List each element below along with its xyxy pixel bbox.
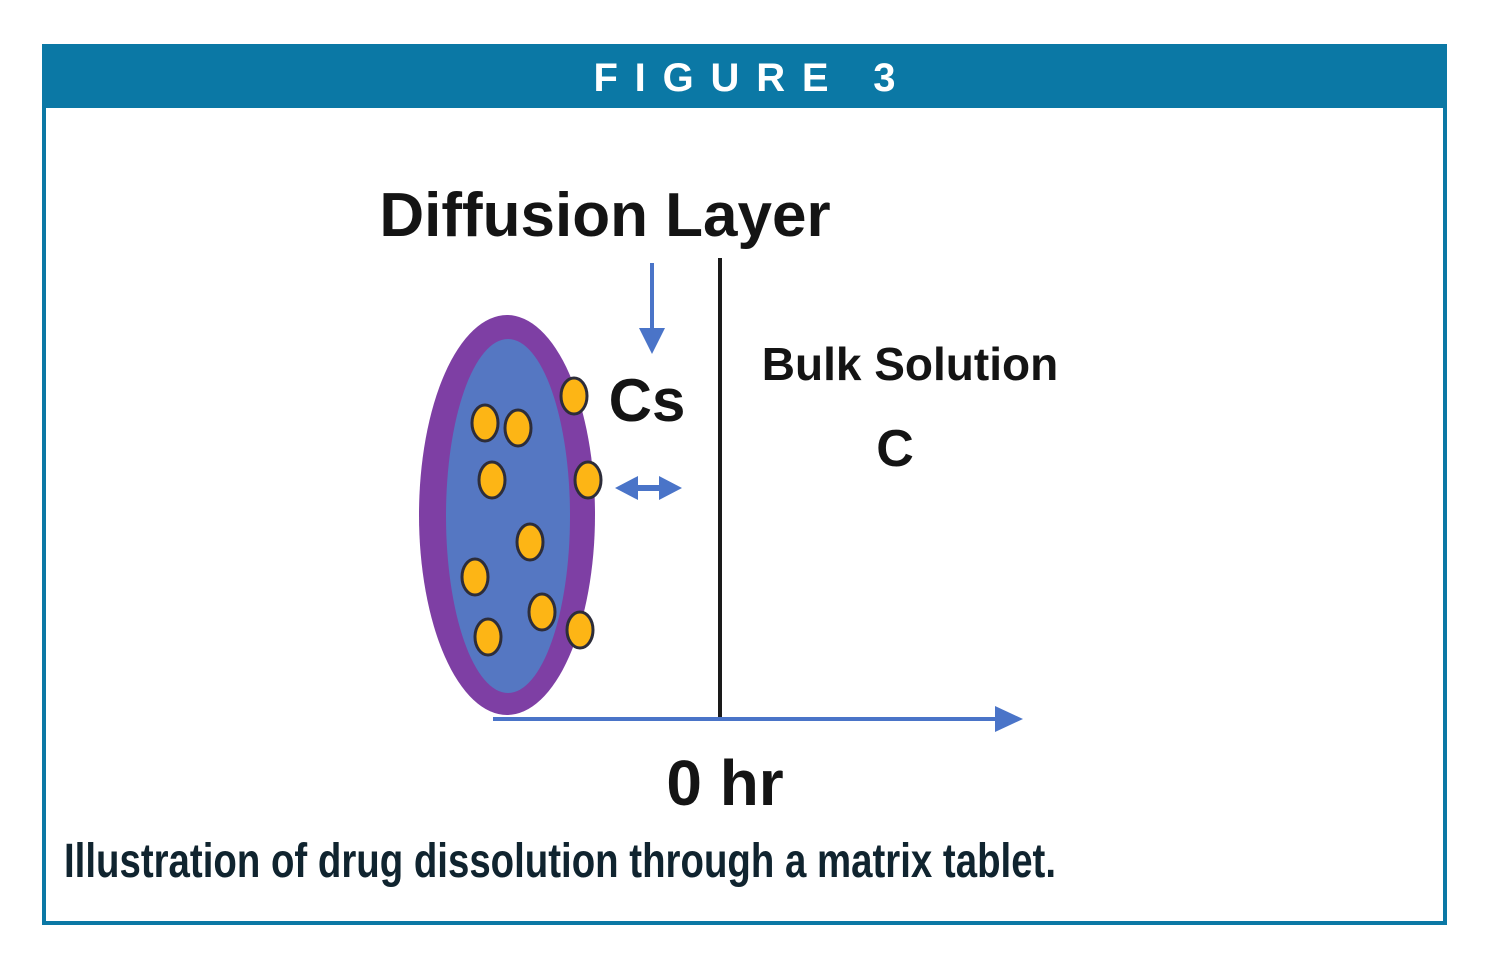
dissolution-diagram: Diffusion Layer Cs: [379, 181, 1058, 819]
drug-particle: [477, 460, 507, 500]
drug-particle: [503, 408, 533, 448]
time-axis-arrow-icon: [493, 706, 1023, 732]
drug-particle: [559, 376, 589, 416]
diffusion-down-arrow-icon: [639, 263, 665, 354]
drug-particle: [460, 557, 490, 597]
drug-particle: [573, 460, 603, 500]
bulk-concentration-label: C: [876, 420, 914, 478]
time-label: 0 hr: [666, 747, 783, 819]
drug-particle: [565, 610, 595, 650]
drug-particle: [470, 403, 500, 443]
figure-content: Diffusion Layer Cs: [46, 108, 1443, 921]
figure-header-bar: FIGURE 3: [46, 48, 1443, 108]
drug-particle: [473, 617, 503, 657]
figure-header-label: FIGURE 3: [593, 55, 913, 100]
figure-box: FIGURE 3 Diffusion Layer: [42, 44, 1447, 925]
exchange-arrow-icon: [615, 476, 682, 500]
matrix-tablet-core: [446, 339, 570, 693]
figure-caption: Illustration of drug dissolution through…: [64, 835, 1057, 888]
surface-concentration-label: Cs: [609, 367, 686, 434]
diagram-title: Diffusion Layer: [379, 181, 830, 250]
bulk-solution-label: Bulk Solution: [762, 338, 1058, 390]
drug-particle: [527, 592, 557, 632]
drug-particle: [515, 522, 545, 562]
